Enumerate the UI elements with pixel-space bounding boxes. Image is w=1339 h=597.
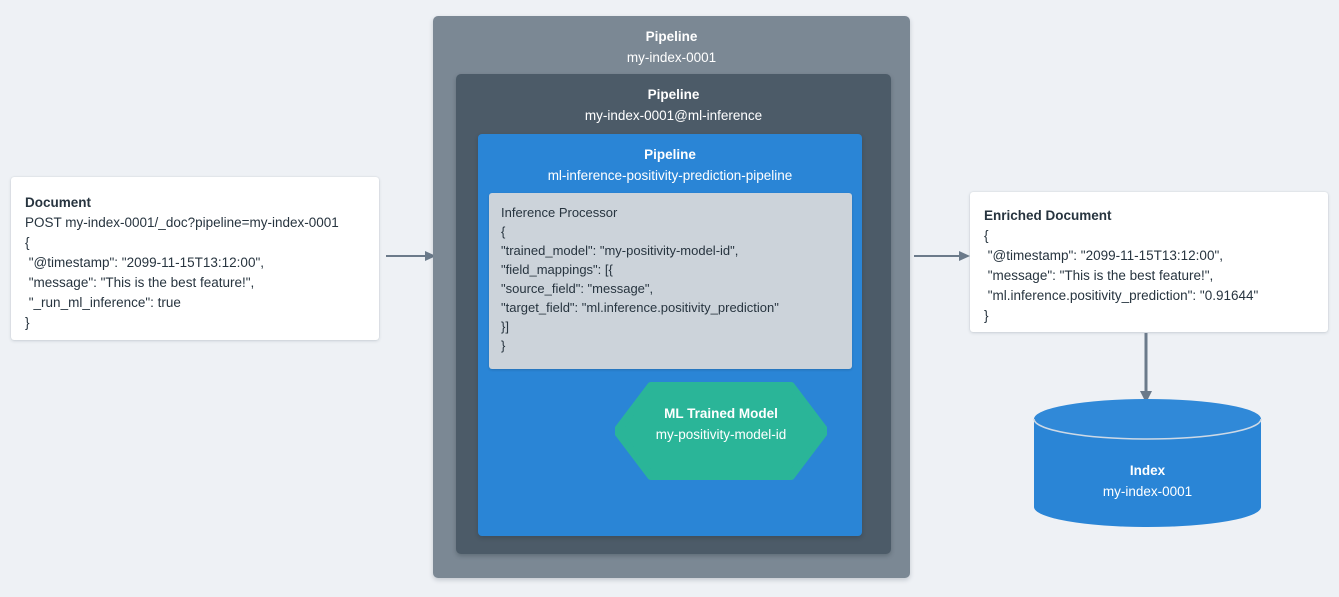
inference-processor-line: }] [501, 318, 509, 334]
enriched-document-line: "message": "This is the best feature!", [984, 267, 1214, 283]
arrow-pipeline-to-enriched-icon [914, 248, 970, 264]
arrow-enriched-to-index-icon [1138, 333, 1154, 403]
inference-processor-line: "trained_model": "my-positivity-model-id… [501, 242, 739, 258]
pipeline-inner-label: Pipeline [644, 147, 696, 162]
pipeline-middle-name: my-index-0001@ml-inference [584, 107, 763, 123]
pipeline-outer-label: Pipeline [645, 29, 698, 44]
pipeline-middle-label: Pipeline [647, 87, 700, 102]
pipeline-outer-name: my-index-0001 [626, 49, 717, 65]
document-line: { [25, 234, 30, 250]
document-line: "@timestamp": "2099-11-15T13:12:00", [25, 254, 264, 270]
pipeline-outer-box: Pipeline my-index-0001 Pipeline my-index… [433, 16, 910, 578]
inference-processor-line: { [501, 223, 506, 239]
pipeline-outer-header: Pipeline my-index-0001 [433, 16, 910, 69]
inference-processor-line: } [501, 337, 506, 353]
document-line: } [25, 314, 30, 330]
enriched-document-line: { [984, 227, 989, 243]
enriched-document-title: Enriched Document [984, 208, 1112, 223]
inference-processor-line: "field_mappings": [{ [501, 261, 613, 277]
inference-processor-box: Inference Processor { "trained_model": "… [489, 193, 852, 369]
index-cylinder: Index my-index-0001 [1032, 399, 1263, 527]
pipeline-middle-header: Pipeline my-index-0001@ml-inference [456, 74, 891, 127]
document-line: "message": "This is the best feature!", [25, 274, 255, 290]
inference-processor-line: "source_field": "message", [501, 280, 654, 296]
document-title: Document [25, 195, 92, 210]
enriched-document-line: "ml.inference.positivity_prediction": "0… [984, 287, 1259, 303]
enriched-document-card: Enriched Document { "@timestamp": "2099-… [970, 192, 1328, 332]
enriched-document-line: } [984, 307, 989, 323]
pipeline-inner-name: ml-inference-positivity-prediction-pipel… [547, 167, 793, 183]
ml-trained-model-hexagon: ML Trained Model my-positivity-model-id [615, 376, 827, 486]
enriched-document-line: "@timestamp": "2099-11-15T13:12:00", [984, 247, 1223, 263]
inference-processor-title: Inference Processor [501, 205, 618, 220]
document-line: POST my-index-0001/_doc?pipeline=my-inde… [25, 214, 339, 230]
pipeline-inner-box: Pipeline ml-inference-positivity-predict… [478, 134, 862, 536]
document-line: "_run_ml_inference": true [25, 294, 181, 310]
inference-processor-line: "target_field": "ml.inference.positivity… [501, 299, 779, 315]
pipeline-middle-box: Pipeline my-index-0001@ml-inference Pipe… [456, 74, 891, 554]
document-card: Document POST my-index-0001/_doc?pipelin… [11, 177, 379, 340]
arrow-document-to-pipeline-icon [386, 248, 436, 264]
pipeline-inner-header: Pipeline ml-inference-positivity-predict… [478, 134, 862, 187]
